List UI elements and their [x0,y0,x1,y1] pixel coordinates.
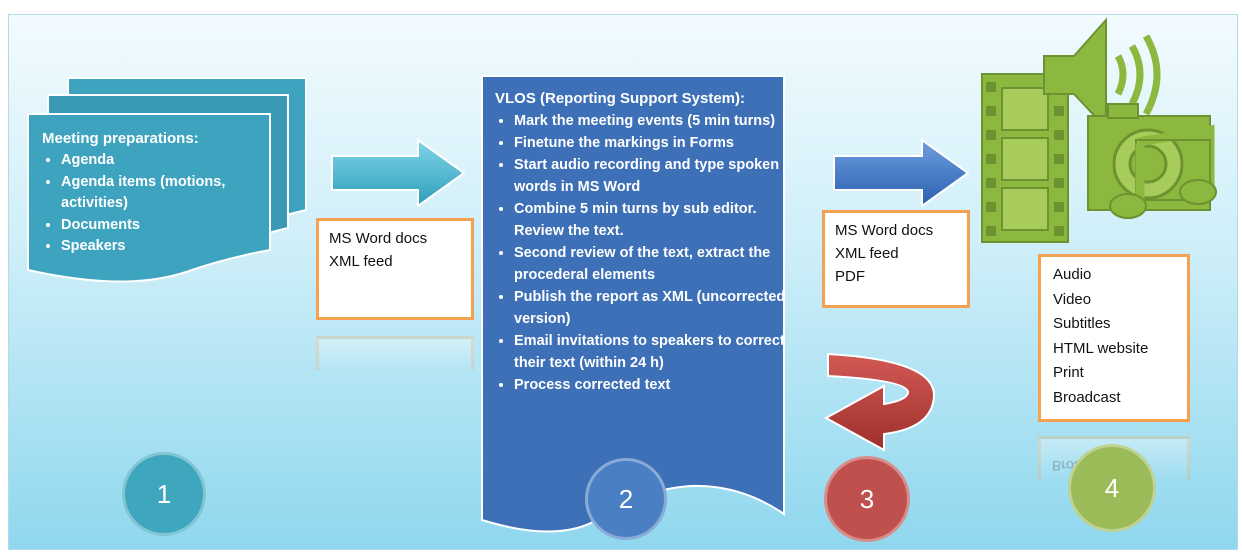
output-format: MS Word docs [835,222,934,239]
list-item: Publish the report as XML (uncorrected v… [514,286,800,330]
list-item: Documents [61,215,282,237]
channel-item: HTML website [1053,339,1149,357]
channel-item: Video [1053,290,1092,308]
channel-item: Subtitles [1053,315,1111,332]
speaker-icon [1043,17,1161,131]
vlos-title: VLOS (Reporting Support System): [495,90,746,107]
output-formats-box-2: MS Word docs XML feed PDF [822,210,970,308]
output-format: MS Word docs [329,230,428,247]
list-item: Email invitations to speakers to correct… [514,330,800,374]
list-item: Finetune the markings in Forms [514,132,800,154]
output-format: PDF [835,268,865,285]
channel-item: Audio [1053,266,1092,283]
step-circle-3: 3 [824,456,910,542]
right-arrow-icon [833,138,970,208]
box-reflection [316,336,474,370]
list-item: Start audio recording and type spoken wo… [514,154,800,198]
documents-stack-icon [27,77,307,283]
list-item: Speakers [61,236,282,258]
output-format: XML feed [835,245,899,262]
channel-item: Print [1053,364,1084,381]
list-item: Mark the meeting events (5 min turns) [514,110,800,132]
meeting-preparations-block: Meeting preparations: Agenda Agenda item… [42,130,282,258]
list-item: Agenda items (motions, activities) [61,172,282,215]
meeting-preparations-title: Meeting preparations: [42,130,199,147]
output-format: XML feed [329,253,393,270]
distribution-channels-box: Audio Video Subtitles HTML website Print… [1038,254,1190,422]
vlos-list: Mark the meeting events (5 min turns) Fi… [495,110,800,396]
film-strip-icon [981,73,1069,243]
music-note-icon [1109,124,1217,219]
step-circle-4: 4 [1068,444,1156,532]
channel-item: Broadcast [1053,388,1121,406]
loop-back-arrow-icon [823,352,936,452]
list-item: Agenda [61,150,282,172]
vlos-block: VLOS (Reporting Support System): Mark th… [495,90,800,396]
media-icons-group [981,17,1217,243]
output-formats-box-1: MS Word docs XML feed [316,218,474,320]
step-circle-2: 2 [585,458,667,540]
right-arrow-icon [331,138,466,208]
step-circle-1: 1 [122,452,206,536]
meeting-preparations-list: Agenda Agenda items (motions, activities… [42,150,282,258]
list-item: Second review of the text, extract the p… [514,242,800,286]
list-item: Process corrected text [514,374,800,396]
list-item: Combine 5 min turns by sub editor. Revie… [514,198,800,242]
